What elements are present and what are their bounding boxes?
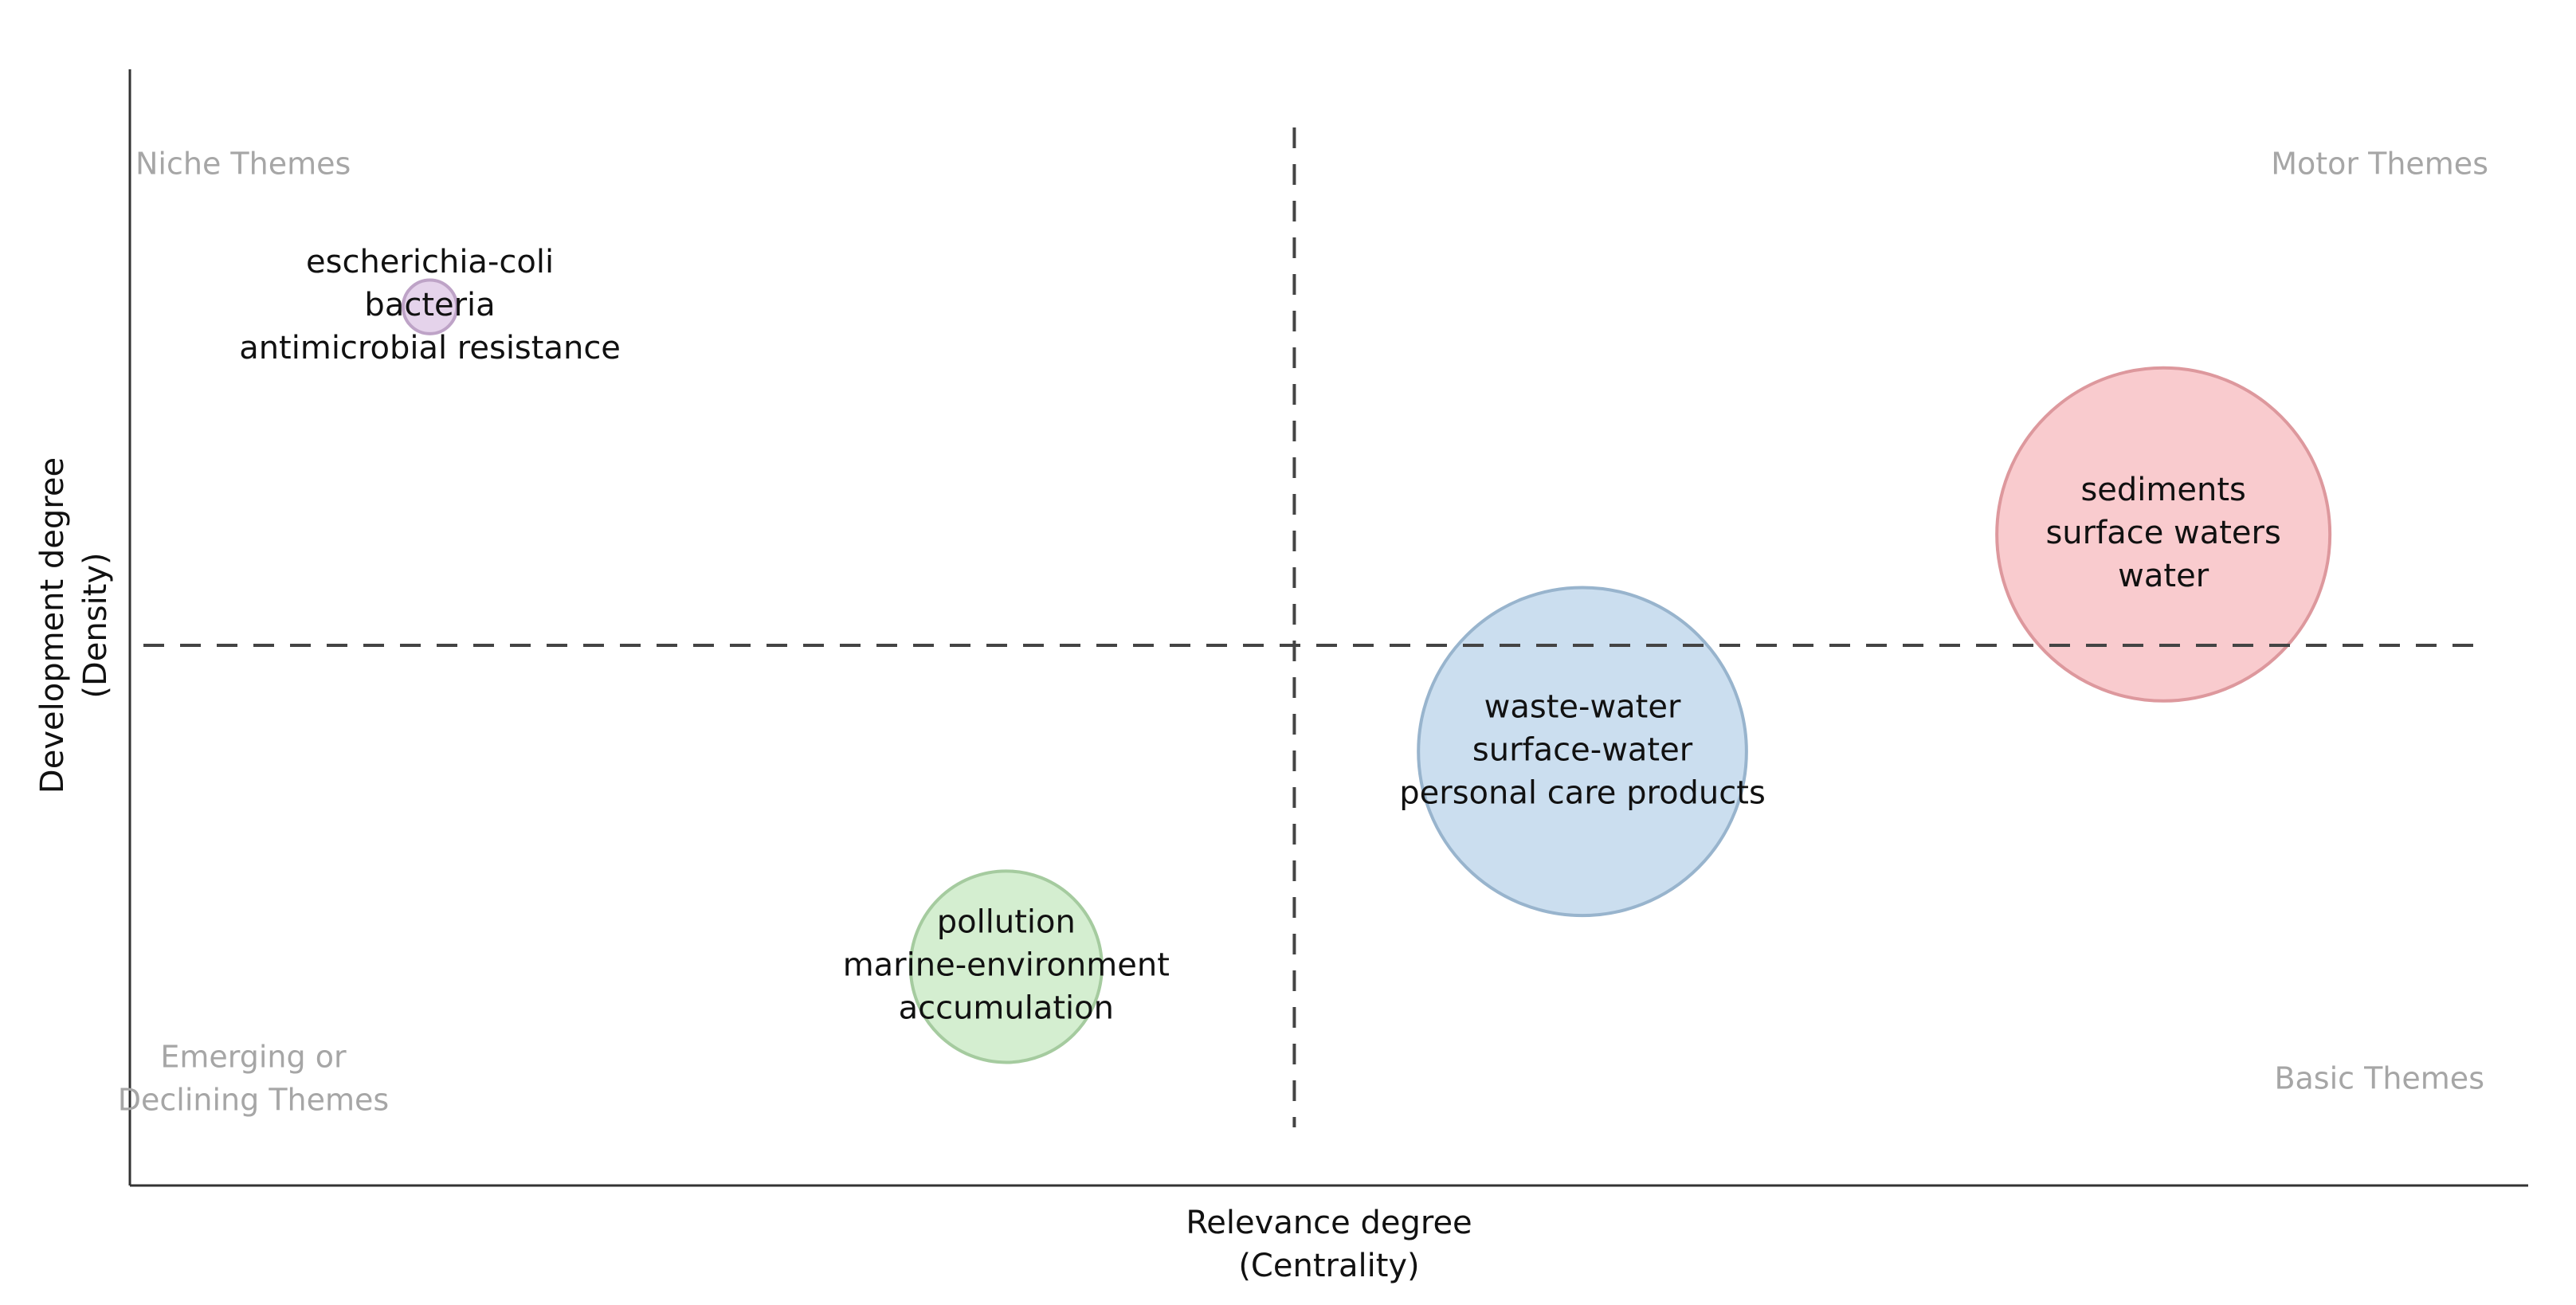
cluster-term-label: personal care products — [1399, 774, 1766, 811]
cluster-term-label: pollution — [937, 903, 1076, 940]
quadrant-guides — [143, 127, 2486, 1127]
cluster-bubble — [1995, 366, 2332, 703]
cluster-term-label: marine-environment — [843, 946, 1170, 983]
y-axis-title-line: Development degree — [34, 457, 71, 794]
quadrant-label-emerging-declining: Declining Themes — [118, 1083, 389, 1118]
cluster-term-label: escherichia-coli — [306, 244, 554, 280]
cluster-term-label: waste-water — [1484, 688, 1681, 725]
cluster-term-label: bacteria — [364, 287, 495, 323]
cluster-term-label: sediments — [2080, 472, 2245, 508]
cluster-term-label: antimicrobial resistance — [239, 330, 621, 366]
y-axis-title-line: (Density) — [77, 552, 114, 698]
text-layer: escherichia-coli bacteria antimicrobial re… — [34, 147, 2488, 1285]
cluster-term-label: water — [2118, 558, 2209, 594]
axes — [128, 69, 2528, 1187]
cluster-bubble — [1417, 586, 1748, 918]
quadrant-label-niche: Niche Themes — [135, 147, 351, 182]
cluster-term-label: surface-water — [1472, 731, 1693, 768]
quadrant-label-emerging-declining: Emerging or — [160, 1040, 347, 1075]
cluster-bubble — [908, 869, 1104, 1064]
cluster-bubble — [401, 278, 459, 335]
cluster-term-label: surface waters — [2045, 515, 2280, 551]
quadrant-label-motor: Motor Themes — [2271, 147, 2488, 182]
x-axis-title: Relevance degree — [1186, 1205, 1472, 1241]
quadrant-label-basic: Basic Themes — [2274, 1061, 2484, 1096]
y-axis-title: Development degree(Density) — [34, 457, 114, 794]
cluster-term-label: accumulation — [899, 990, 1114, 1026]
x-axis-title: (Centrality) — [1238, 1248, 1419, 1284]
bubble-layer — [401, 278, 2332, 1064]
